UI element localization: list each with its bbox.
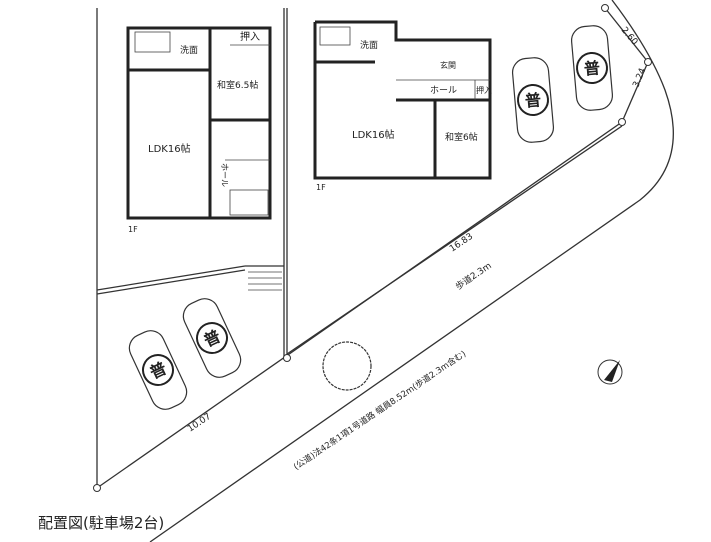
room-ldk: LDK16帖 — [148, 142, 191, 155]
car-icon: 普 — [182, 298, 242, 378]
room-closet: 押入 — [476, 85, 492, 95]
svg-text:普: 普 — [201, 326, 224, 350]
room-hall: ホール — [430, 85, 457, 96]
room-washroom: 洗面 — [360, 39, 378, 51]
caption: 配置図(駐車場2台) — [38, 514, 165, 532]
dim-frontage-left: 10.07 — [186, 412, 213, 435]
north-arrow-icon — [597, 359, 623, 385]
sidewalk-line — [149, 0, 674, 542]
room-closet: 押入 — [240, 30, 260, 43]
svg-text:普: 普 — [147, 358, 170, 382]
house-right: 洗面 玄関 ホール 押入 LDK16帖 和室6帖 1F — [313, 20, 492, 192]
dim-corner-top: 2.60 — [619, 26, 640, 48]
room-hall: ホール — [220, 163, 229, 187]
car-icon: 普 — [511, 57, 555, 143]
room-japanese: 和室6帖 — [445, 131, 478, 143]
room-entrance: 玄関 — [440, 60, 456, 70]
parking-cars: 普 普 普 普 — [128, 25, 614, 410]
floor-label: 1F — [128, 225, 138, 234]
svg-text:普: 普 — [583, 58, 601, 78]
house-left: 押入 洗面 和室6.5帖 LDK16帖 ホール 1F — [126, 26, 272, 234]
room-ldk: LDK16帖 — [352, 128, 395, 141]
floor-label: 1F — [316, 183, 326, 192]
room-japanese: 和室6.5帖 — [217, 79, 258, 91]
road-label: (公道)法42条1項1号道路 幅員8.52m(歩道2.3m含む) — [292, 348, 469, 472]
car-icon: 普 — [570, 25, 614, 111]
car-icon: 普 — [128, 330, 188, 410]
dim-corner-side: 3.24 — [632, 67, 649, 90]
room-washroom: 洗面 — [180, 44, 198, 56]
svg-text:普: 普 — [524, 90, 542, 110]
dim-sidewalk: 歩道2.3m — [453, 260, 494, 293]
tree-icon — [322, 341, 372, 391]
lot-boundaries — [93, 4, 652, 492]
